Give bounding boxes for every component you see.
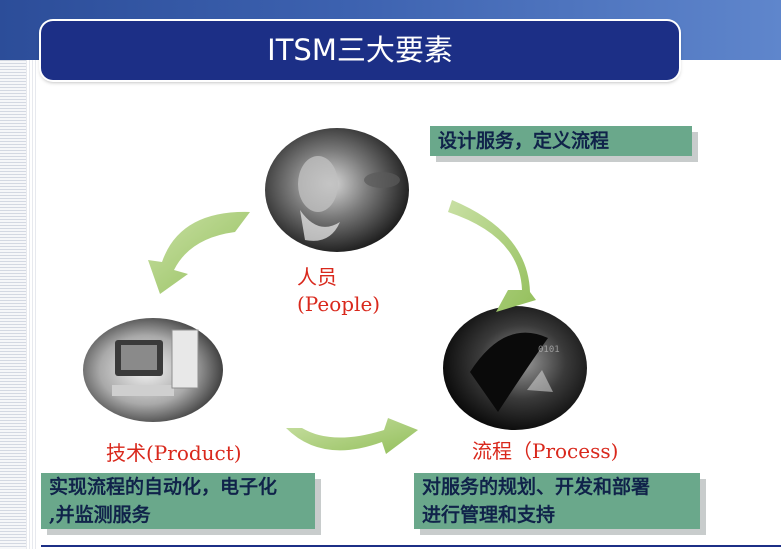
person-photo-icon xyxy=(265,128,409,252)
svg-text:0101: 0101 xyxy=(538,345,560,355)
process-caption-line2: 进行管理和支持 xyxy=(422,504,556,526)
people-caption: 设计服务，定义流程 xyxy=(430,126,692,156)
bottom-rule xyxy=(41,545,781,547)
cycle-arrow-icon xyxy=(148,200,536,454)
product-label: 技术(Product) xyxy=(106,441,242,465)
people-label-line1: 人员 xyxy=(297,265,337,289)
product-caption-line1: 实现流程的自动化，电子化 xyxy=(49,476,278,498)
process-caption: 对服务的规划、开发和部署 进行管理和支持 xyxy=(414,473,700,529)
page-title: ITSM三大要素 xyxy=(267,33,453,67)
product-caption-line2: ,并监测服务 xyxy=(49,504,151,526)
title-banner: ITSM三大要素 xyxy=(41,21,679,80)
people-label: 人员 (People) xyxy=(297,264,380,318)
product-caption: 实现流程的自动化，电子化 ,并监测服务 xyxy=(41,473,315,529)
computer-photo-icon xyxy=(83,318,223,422)
people-caption-text: 设计服务，定义流程 xyxy=(438,130,610,152)
left-decoration xyxy=(0,60,26,549)
people-label-line2: (People) xyxy=(297,292,381,316)
code-figure-photo-icon: 0101 xyxy=(443,306,587,430)
process-label: 流程（Process) xyxy=(472,439,619,463)
left-decoration-fine xyxy=(26,60,36,549)
process-caption-line1: 对服务的规划、开发和部署 xyxy=(422,476,651,498)
